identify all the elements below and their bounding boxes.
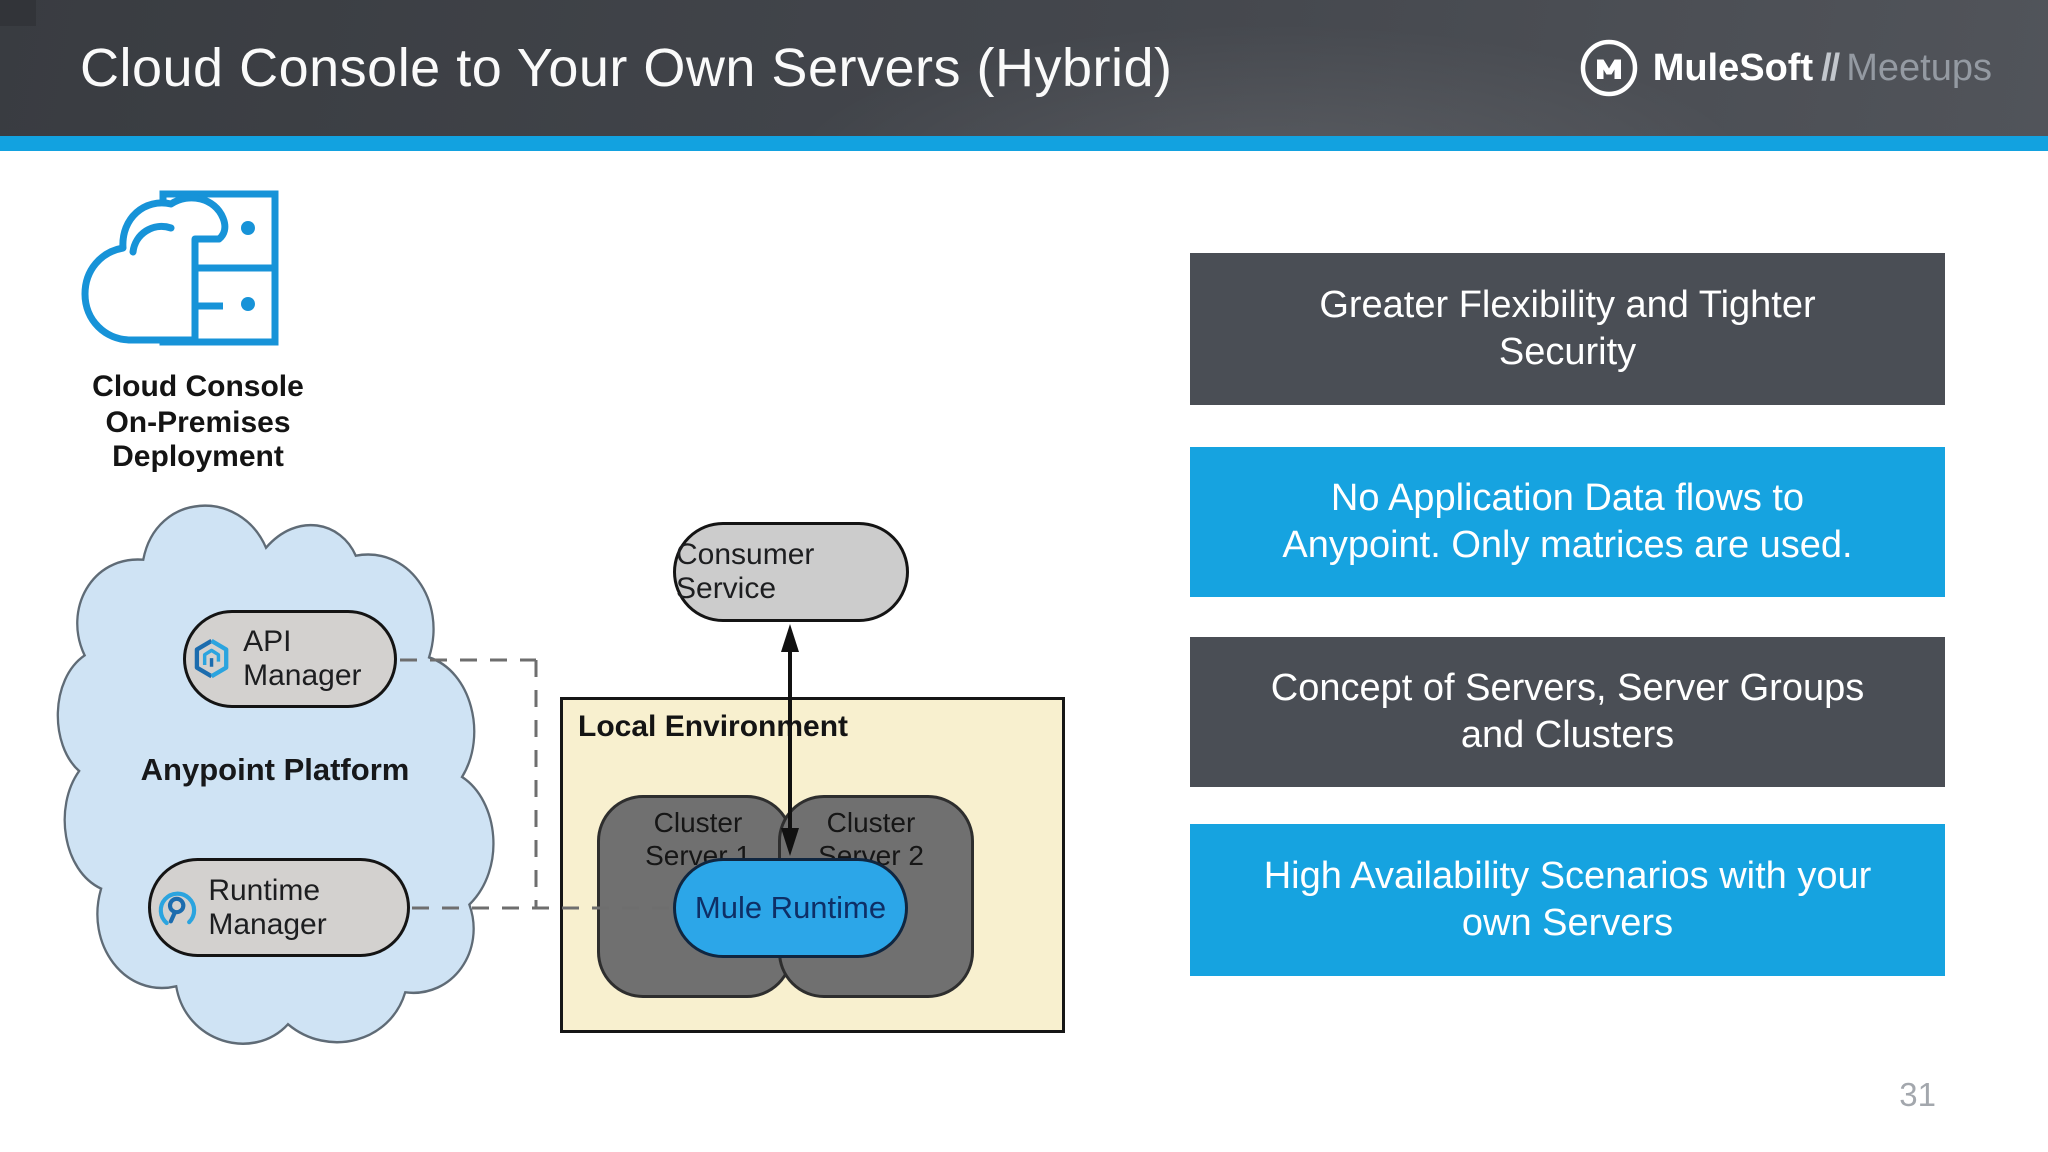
corner-patch [0,0,36,26]
mule-runtime-label: Mule Runtime [694,890,887,925]
cluster-2-line1: Cluster [826,807,916,838]
cloud-console-icon [81,190,279,346]
accent-divider [0,136,2048,151]
runtime-manager-node: Runtime Manager [148,858,410,957]
mulesoft-logo-icon [1580,39,1637,97]
callout-flexibility-security: Greater Flexibility and Tighter Security [1190,253,1945,405]
mule-runtime-node: Mule Runtime [673,858,908,958]
anypoint-platform-label: Anypoint Platform [140,752,410,787]
callout-servers-groups-clusters: Concept of Servers, Server Groups and Cl… [1190,637,1945,787]
cloud-console-caption-line1: Cloud Console [92,370,304,403]
consumer-service-label: Consumer Service [676,538,815,605]
runtime-manager-icon [158,891,197,925]
page-title: Cloud Console to Your Own Servers (Hybri… [80,38,1173,98]
api-manager-icon [194,639,229,679]
callout-1-line1: No Application Data flows to [1330,477,1805,519]
consumer-service-node: Consumer Service [673,522,909,622]
callout-3-line2: own Servers [1461,902,1674,944]
callout-1-line2: Anypoint. Only matrices are used. [1282,524,1853,566]
callout-3-line1: High Availability Scenarios with your [1263,855,1872,897]
brand-suffix: Meetups [1846,46,1992,89]
callout-0-line1: Greater Flexibility and Tighter [1319,284,1816,326]
runtime-manager-label: Runtime Manager [208,873,327,941]
header-bar [0,0,2048,136]
local-environment-label: Local Environment [578,710,849,743]
callout-high-availability: High Availability Scenarios with your ow… [1190,824,1945,976]
api-manager-node: API Manager [183,610,397,708]
callout-2-line1: Concept of Servers, Server Groups [1270,667,1865,709]
callout-no-app-data: No Application Data flows to Anypoint. O… [1190,447,1945,597]
brand-text: MuleSoft // Meetups [1653,47,1992,90]
callout-0-line2: Security [1498,331,1637,373]
api-manager-label: API Manager [243,625,362,692]
cloud-console-caption-line2: On-Premises Deployment [105,406,291,473]
page-number: 31 [1899,1076,1936,1113]
brand-logo: MuleSoft // Meetups [1579,0,1992,136]
callout-2-line2: and Clusters [1460,714,1675,756]
brand-separator: // [1821,46,1840,89]
brand-name: MuleSoft [1652,46,1814,89]
cluster-1-line1: Cluster [653,807,743,838]
